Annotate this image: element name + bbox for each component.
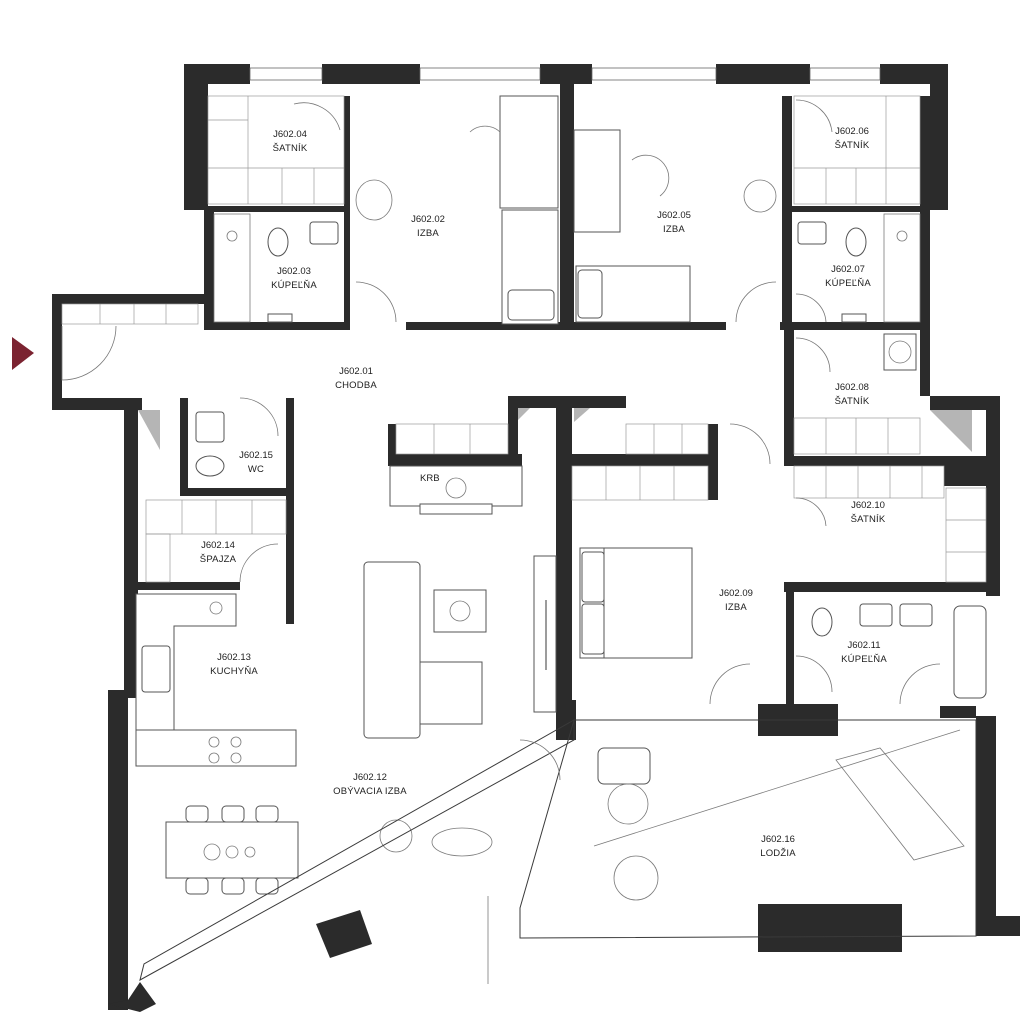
room-code-602-16: J602.16 <box>761 834 795 845</box>
room-code-602-12: J602.12 <box>353 772 387 783</box>
loggia-outline <box>139 719 977 984</box>
room-code-602-13: J602.13 <box>217 652 251 663</box>
room-name-602-15: WC <box>248 464 264 475</box>
outer-walls <box>52 64 1020 1012</box>
room-labels: KRB J602.04 ŠATNÍK J602.02 IZBA J602.03 … <box>200 126 887 859</box>
bathroom-fixtures <box>195 213 987 699</box>
room-code-602-05: J602.05 <box>657 210 691 221</box>
room-code-602-02: J602.02 <box>411 214 445 225</box>
room-name-602-04: ŠATNÍK <box>273 143 308 154</box>
room-name-602-16: LODŽIA <box>760 848 796 859</box>
room-code-602-10: J602.10 <box>851 500 885 511</box>
room-name-602-03: KÚPEĽŇA <box>271 280 317 291</box>
room-name-602-12: OBÝVACIA IZBA <box>333 786 407 797</box>
door-swings <box>61 99 941 781</box>
room-code-602-11: J602.11 <box>847 640 880 651</box>
room-name-602-10: ŠATNÍK <box>851 514 886 525</box>
room-name-602-01: CHODBA <box>335 380 377 391</box>
room-name-602-11: KÚPEĽŇA <box>841 654 887 665</box>
room-code-602-04: J602.04 <box>273 129 307 140</box>
room-code-602-07: J602.07 <box>831 264 865 275</box>
room-name-602-08: ŠATNÍK <box>835 396 870 407</box>
room-code-602-14: J602.14 <box>201 540 235 551</box>
room-code-602-08: J602.08 <box>835 382 869 393</box>
room-code-602-15: J602.15 <box>239 450 273 461</box>
room-code-602-01: J602.01 <box>339 366 373 377</box>
room-code-602-03: J602.03 <box>277 266 311 277</box>
entrance-arrow-icon <box>12 337 34 370</box>
room-code-602-06: J602.06 <box>835 126 869 137</box>
interior-walls <box>136 84 1000 740</box>
room-name-602-07: KÚPEĽŇA <box>825 278 871 289</box>
fireplace-label: KRB <box>420 473 440 484</box>
room-name-602-09: IZBA <box>725 602 747 613</box>
room-name-602-06: ŠATNÍK <box>835 140 870 151</box>
room-name-602-02: IZBA <box>417 228 439 239</box>
furniture <box>135 95 965 901</box>
room-name-602-13: KUCHYŇA <box>210 666 258 677</box>
room-name-602-14: ŠPAJZA <box>200 554 237 565</box>
wardrobe-cabinets <box>61 95 987 583</box>
room-name-602-05: IZBA <box>663 224 685 235</box>
room-code-602-09: J602.09 <box>719 588 753 599</box>
